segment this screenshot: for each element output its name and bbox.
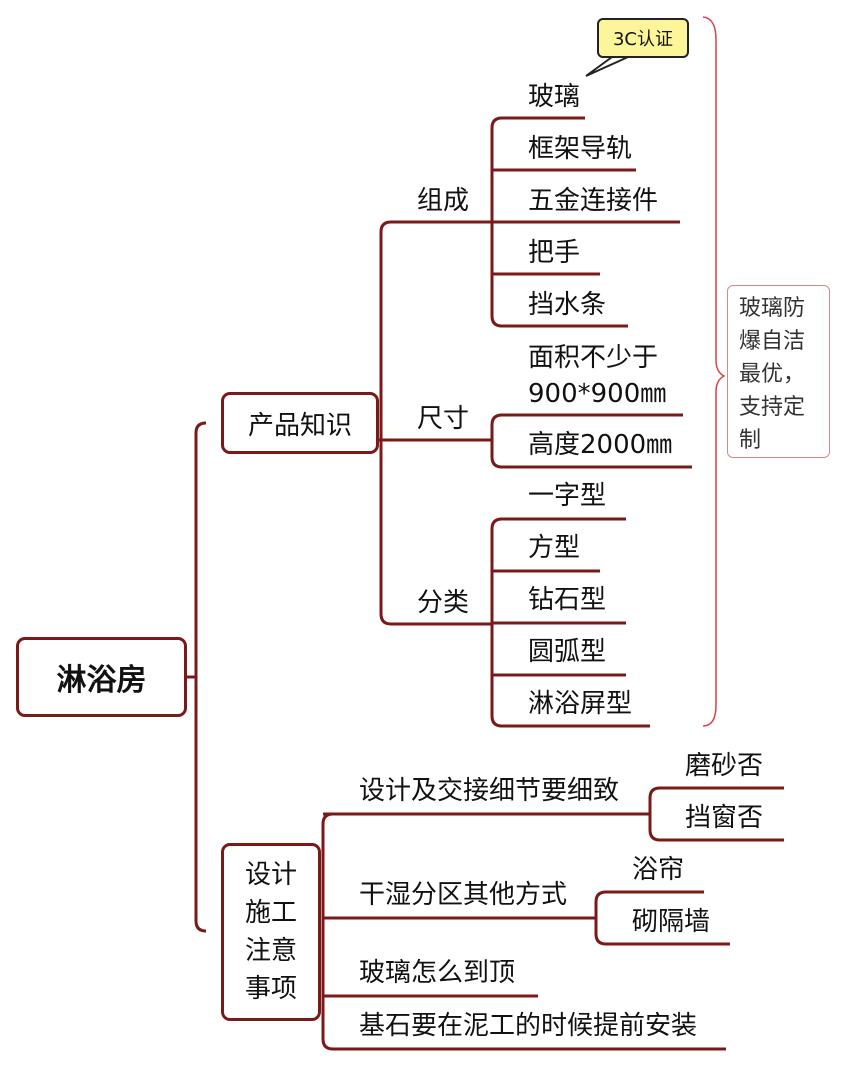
leaf-height[interactable]: 高度2000㎜ [528, 430, 673, 460]
sub-base-stone[interactable]: 基石要在泥工的时候提前安装 [359, 1011, 698, 1041]
summary-brace [702, 16, 726, 727]
leaf-frosted[interactable]: 磨砂否 [685, 751, 764, 781]
dn-bracket [321, 812, 334, 1051]
sub-glass-top[interactable]: 玻璃怎么到顶 [359, 958, 516, 988]
root-bracket [194, 421, 207, 933]
branch-design-notes[interactable]: 设计 施工 注意 事项 [221, 843, 321, 1021]
leaf-straight[interactable]: 一字型 [528, 481, 607, 511]
root-node[interactable]: 淋浴房 [16, 637, 187, 717]
branch-design-notes-label: 设计 施工 注意 事项 [244, 860, 297, 1004]
sub-category[interactable]: 分类 [417, 588, 470, 618]
leaf-water-strip[interactable]: 挡水条 [528, 290, 607, 320]
leaf-window[interactable]: 挡窗否 [685, 803, 764, 833]
leaf-glass[interactable]: 玻璃 [528, 82, 581, 112]
leaf-square[interactable]: 方型 [528, 533, 581, 563]
callout-3c: 3C认证 [597, 18, 689, 58]
leaf-hardware[interactable]: 五金连接件 [528, 186, 659, 216]
leaf-handle[interactable]: 把手 [528, 238, 581, 268]
leaf-screen[interactable]: 淋浴屏型 [528, 689, 633, 719]
size-bracket [490, 413, 503, 469]
root-label: 淋浴房 [56, 663, 147, 698]
branch-product-knowledge-label: 产品知识 [247, 410, 352, 441]
sub-wet-dry[interactable]: 干湿分区其他方式 [359, 880, 568, 910]
leaf-frame-rail[interactable]: 框架导轨 [528, 134, 633, 164]
leaf-diamond[interactable]: 钻石型 [528, 585, 607, 615]
sub-design-details[interactable]: 设计及交接细节要细致 [359, 776, 620, 806]
leaf-wall[interactable]: 砌隔墙 [632, 907, 711, 937]
sub-size[interactable]: 尺寸 [417, 404, 470, 434]
leaf-arc[interactable]: 圆弧型 [528, 637, 607, 667]
leaf-area[interactable]: 面积不少于 900*900㎜ [528, 343, 667, 409]
summary-note: 玻璃防 爆自洁 最优， 支持定 制 [727, 285, 830, 458]
sub-composition[interactable]: 组成 [417, 186, 470, 216]
design-children-bracket [648, 786, 661, 842]
wetdry-children-bracket [594, 890, 607, 946]
pk-bracket [379, 220, 392, 626]
leaf-curtain[interactable]: 浴帘 [632, 855, 685, 885]
branch-product-knowledge[interactable]: 产品知识 [221, 392, 379, 454]
callout-pointer [585, 56, 629, 77]
